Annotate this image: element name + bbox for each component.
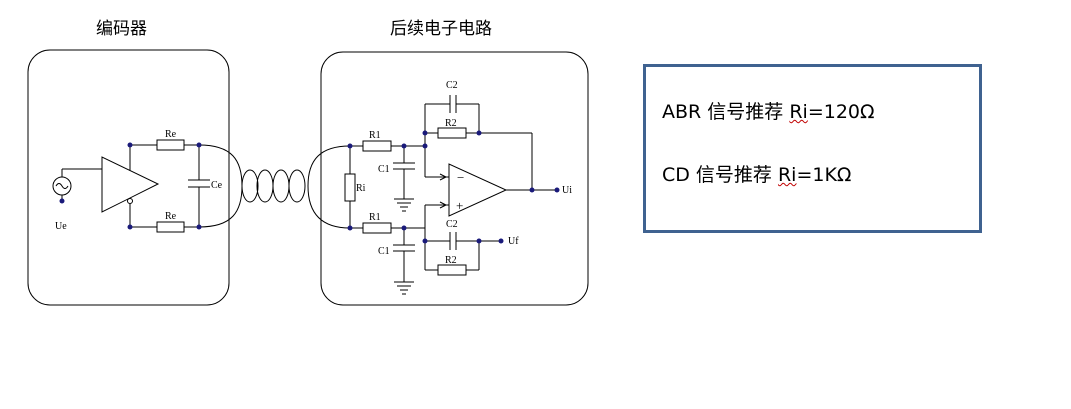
label-c2-top: C2 <box>446 80 458 91</box>
abr-value-text: =120Ω <box>807 101 875 123</box>
resistor-re-bottom <box>156 221 185 233</box>
recommendation-note-box: ABR 信号推荐 Ri=120Ω CD 信号推荐 Ri=1KΩ <box>643 64 982 233</box>
resistor-r1-bottom <box>362 222 392 234</box>
encoder-box <box>27 49 230 306</box>
circuit-schematic: Re Re Ce Ue Ri R1 R1 C1 C1 C2 R2 C2 R2 U… <box>27 49 589 306</box>
circuit-input-loop <box>307 145 351 229</box>
abr-ri-text: Ri <box>789 101 808 123</box>
resistor-ri <box>344 173 356 202</box>
label-re-bottom: Re <box>165 211 177 222</box>
label-ce: Ce <box>211 180 223 191</box>
label-r2-bottom: R2 <box>445 255 457 266</box>
cd-text: CD 信号推荐 <box>662 164 778 186</box>
label-re-top: Re <box>165 129 177 140</box>
label-c2-bottom: C2 <box>446 219 458 230</box>
label-r1-top: R1 <box>369 130 381 141</box>
cd-ri-text: Ri <box>777 164 797 186</box>
abr-text: ABR 信号推荐 <box>662 101 790 123</box>
cd-recommendation: CD 信号推荐 Ri=1KΩ <box>662 160 851 187</box>
op-amp <box>448 163 508 217</box>
resistor-re-top <box>156 139 185 151</box>
label-ui: Ui <box>562 185 572 196</box>
circuit-box <box>320 51 589 306</box>
label-c1-top: C1 <box>378 164 390 175</box>
label-ri: Ri <box>356 183 366 194</box>
circuit-title: 后续电子电路 <box>390 19 492 39</box>
cd-value-text: =1KΩ <box>796 164 852 186</box>
label-plus: + <box>456 198 463 213</box>
resistor-r1-top <box>362 140 392 152</box>
encoder-title: 编码器 <box>96 19 147 39</box>
label-c1-bottom: C1 <box>378 246 390 257</box>
label-r1-bottom: R1 <box>369 212 381 223</box>
label-ue: Ue <box>55 221 67 232</box>
resistor-r2-top <box>437 127 467 139</box>
label-r2-top: R2 <box>445 118 457 129</box>
label-minus: − <box>457 170 464 185</box>
resistor-r2-bottom <box>437 264 467 276</box>
abr-recommendation: ABR 信号推荐 Ri=120Ω <box>662 97 875 124</box>
label-uf: Uf <box>508 236 519 247</box>
